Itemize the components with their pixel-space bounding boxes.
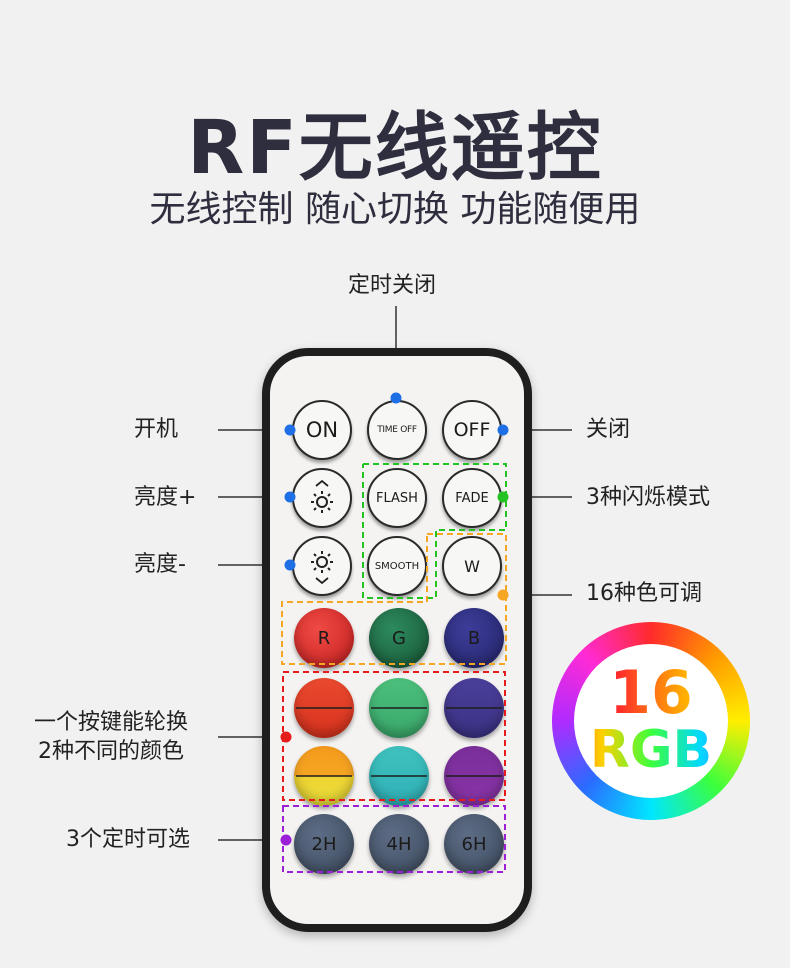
time-off-button[interactable]: TIME OFF — [367, 400, 427, 460]
red-button[interactable]: R — [294, 608, 354, 668]
label-dual-color-line2: 2种不同的颜色 — [38, 739, 184, 764]
label-power-on: 开机 — [134, 417, 179, 442]
color-button-orange-yellow[interactable] — [294, 746, 354, 806]
color-button-purple[interactable] — [444, 746, 504, 806]
color-button-indigo[interactable] — [444, 678, 504, 738]
label-brightness-up: 亮度+ — [134, 485, 197, 510]
label-brightness-down: 亮度- — [134, 552, 186, 577]
brightness-down-icon — [311, 551, 333, 585]
page-title: RF无线遥控 — [187, 105, 603, 191]
color-button-green[interactable] — [369, 678, 429, 738]
brightness-up-icon — [311, 479, 333, 513]
brightness-up-button[interactable] — [292, 468, 352, 528]
rgb-badge-number: 16 — [552, 662, 750, 724]
label-flash-modes: 3种闪烁模式 — [586, 485, 710, 510]
label-power-off: 关闭 — [586, 417, 631, 442]
color-button-cyan[interactable] — [369, 746, 429, 806]
timer-2h-button[interactable]: 2H — [294, 814, 354, 874]
fade-button[interactable]: FADE — [442, 468, 502, 528]
remote-control: ON TIME OFF OFF FLASH FADE — [262, 348, 532, 932]
w-button[interactable]: W — [442, 536, 502, 596]
label-timer-off: 定时关闭 — [348, 273, 437, 298]
color-button-orange-red[interactable] — [294, 678, 354, 738]
label-dual-color-line1: 一个按键能轮换 — [34, 710, 189, 735]
blue-button[interactable]: B — [444, 608, 504, 668]
label-colors-adjustable: 16种色可调 — [586, 581, 702, 606]
timer-6h-button[interactable]: 6H — [444, 814, 504, 874]
timer-4h-button[interactable]: 4H — [369, 814, 429, 874]
label-timer-options: 3个定时可选 — [66, 827, 190, 852]
rgb-badge-inner — [574, 644, 728, 798]
rgb-badge-text: RGB — [552, 722, 750, 778]
flash-button[interactable]: FLASH — [367, 468, 427, 528]
rgb-badge: 16 RGB — [552, 622, 750, 820]
page-subtitle: 无线控制 随心切换 功能随便用 — [149, 189, 641, 230]
green-button[interactable]: G — [369, 608, 429, 668]
